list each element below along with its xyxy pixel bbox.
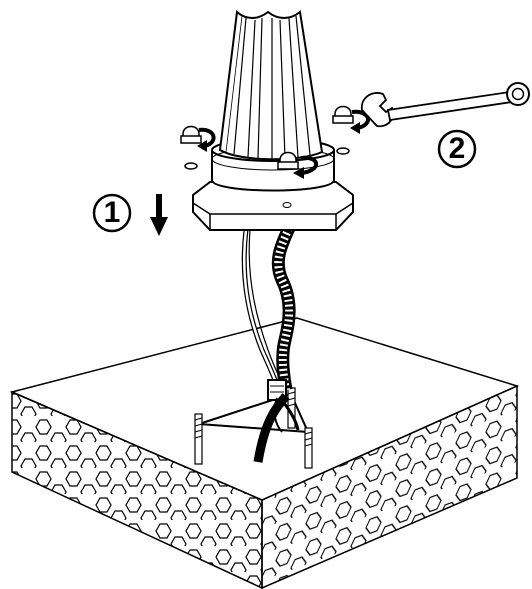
- cap-nut: [180, 125, 202, 144]
- anchor-bolt: [194, 413, 203, 465]
- rotate-arrow-icon: [293, 155, 319, 179]
- fluted-pole: [218, 9, 324, 161]
- step-2-label: 2: [448, 132, 466, 165]
- step-1-circle: [92, 193, 132, 233]
- supply-cable: [253, 393, 290, 463]
- step-1-label: 1: [103, 196, 121, 229]
- cap-nut: [332, 105, 354, 124]
- rotate-arrow-icon: [350, 109, 370, 134]
- washer: [336, 147, 350, 155]
- pole-base: [192, 138, 354, 231]
- wrench-icon: [360, 82, 530, 128]
- cap-nut: [277, 151, 299, 170]
- concrete-foundation: [9, 317, 520, 589]
- wiring: [241, 225, 300, 463]
- step-2-circle: [437, 129, 477, 169]
- pole-body: [218, 9, 324, 161]
- anchor-bolt-frame: [194, 387, 313, 469]
- down-arrow-icon: [150, 194, 168, 236]
- foundation-right-face: [261, 384, 518, 589]
- anchor-bolt: [304, 427, 313, 469]
- washer: [184, 162, 198, 170]
- rotate-arrow-icon: [197, 127, 216, 152]
